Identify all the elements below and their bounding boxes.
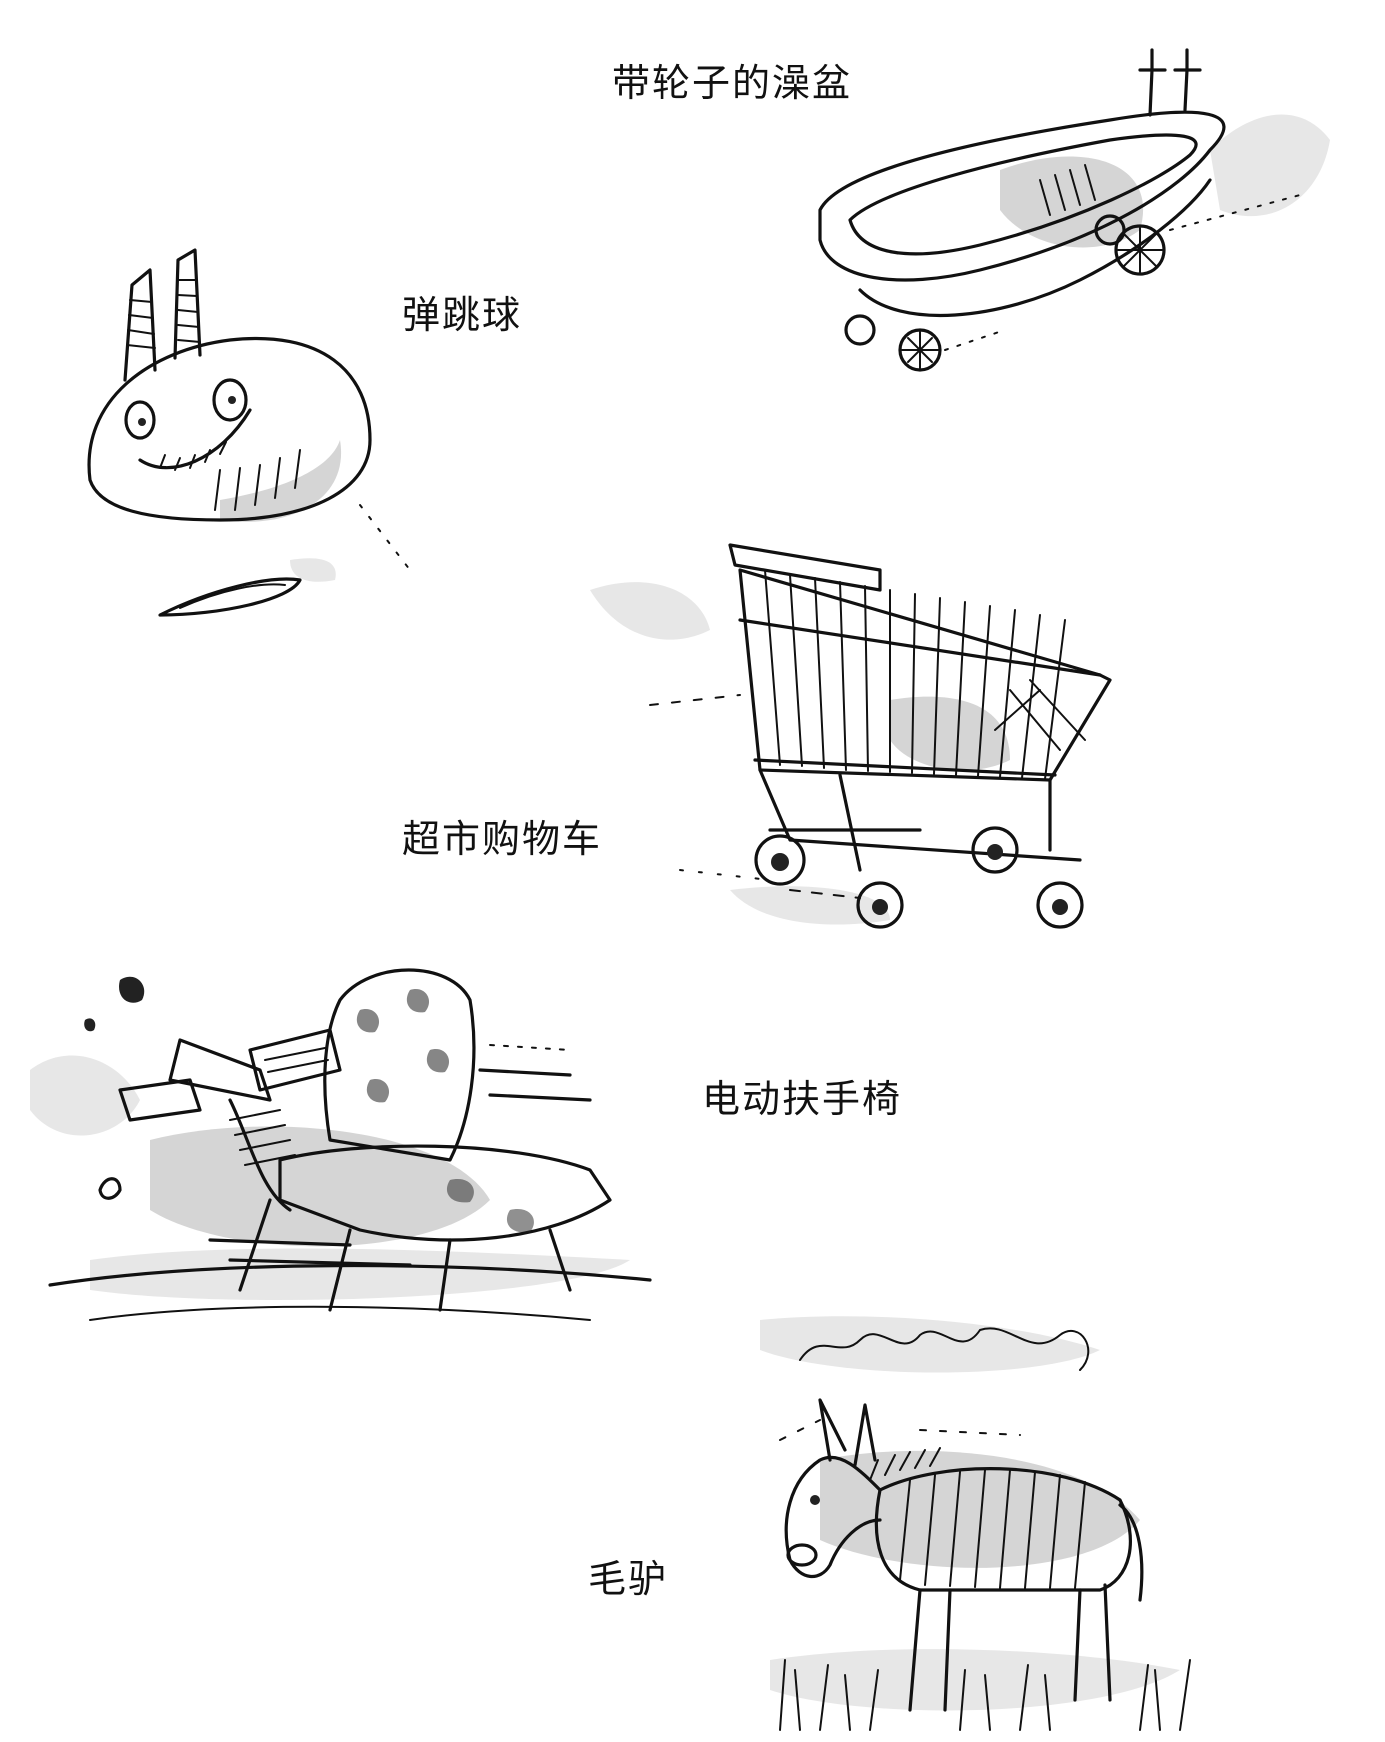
bouncing-ball-illustration [87, 248, 411, 617]
label-donkey: 毛驴 [588, 1557, 669, 1601]
armchair-illustration [30, 968, 652, 1321]
label-armchair: 电动扶手椅 [702, 1077, 903, 1121]
label-bouncing-ball: 弹跳球 [402, 293, 523, 337]
donkey-illustration [760, 1316, 1191, 1731]
label-shopping-cart: 超市购物车 [402, 817, 603, 861]
shopping-cart-illustration [590, 543, 1112, 929]
bathtub-illustration [818, 48, 1330, 372]
label-bathtub: 带轮子的澡盆 [612, 61, 853, 105]
